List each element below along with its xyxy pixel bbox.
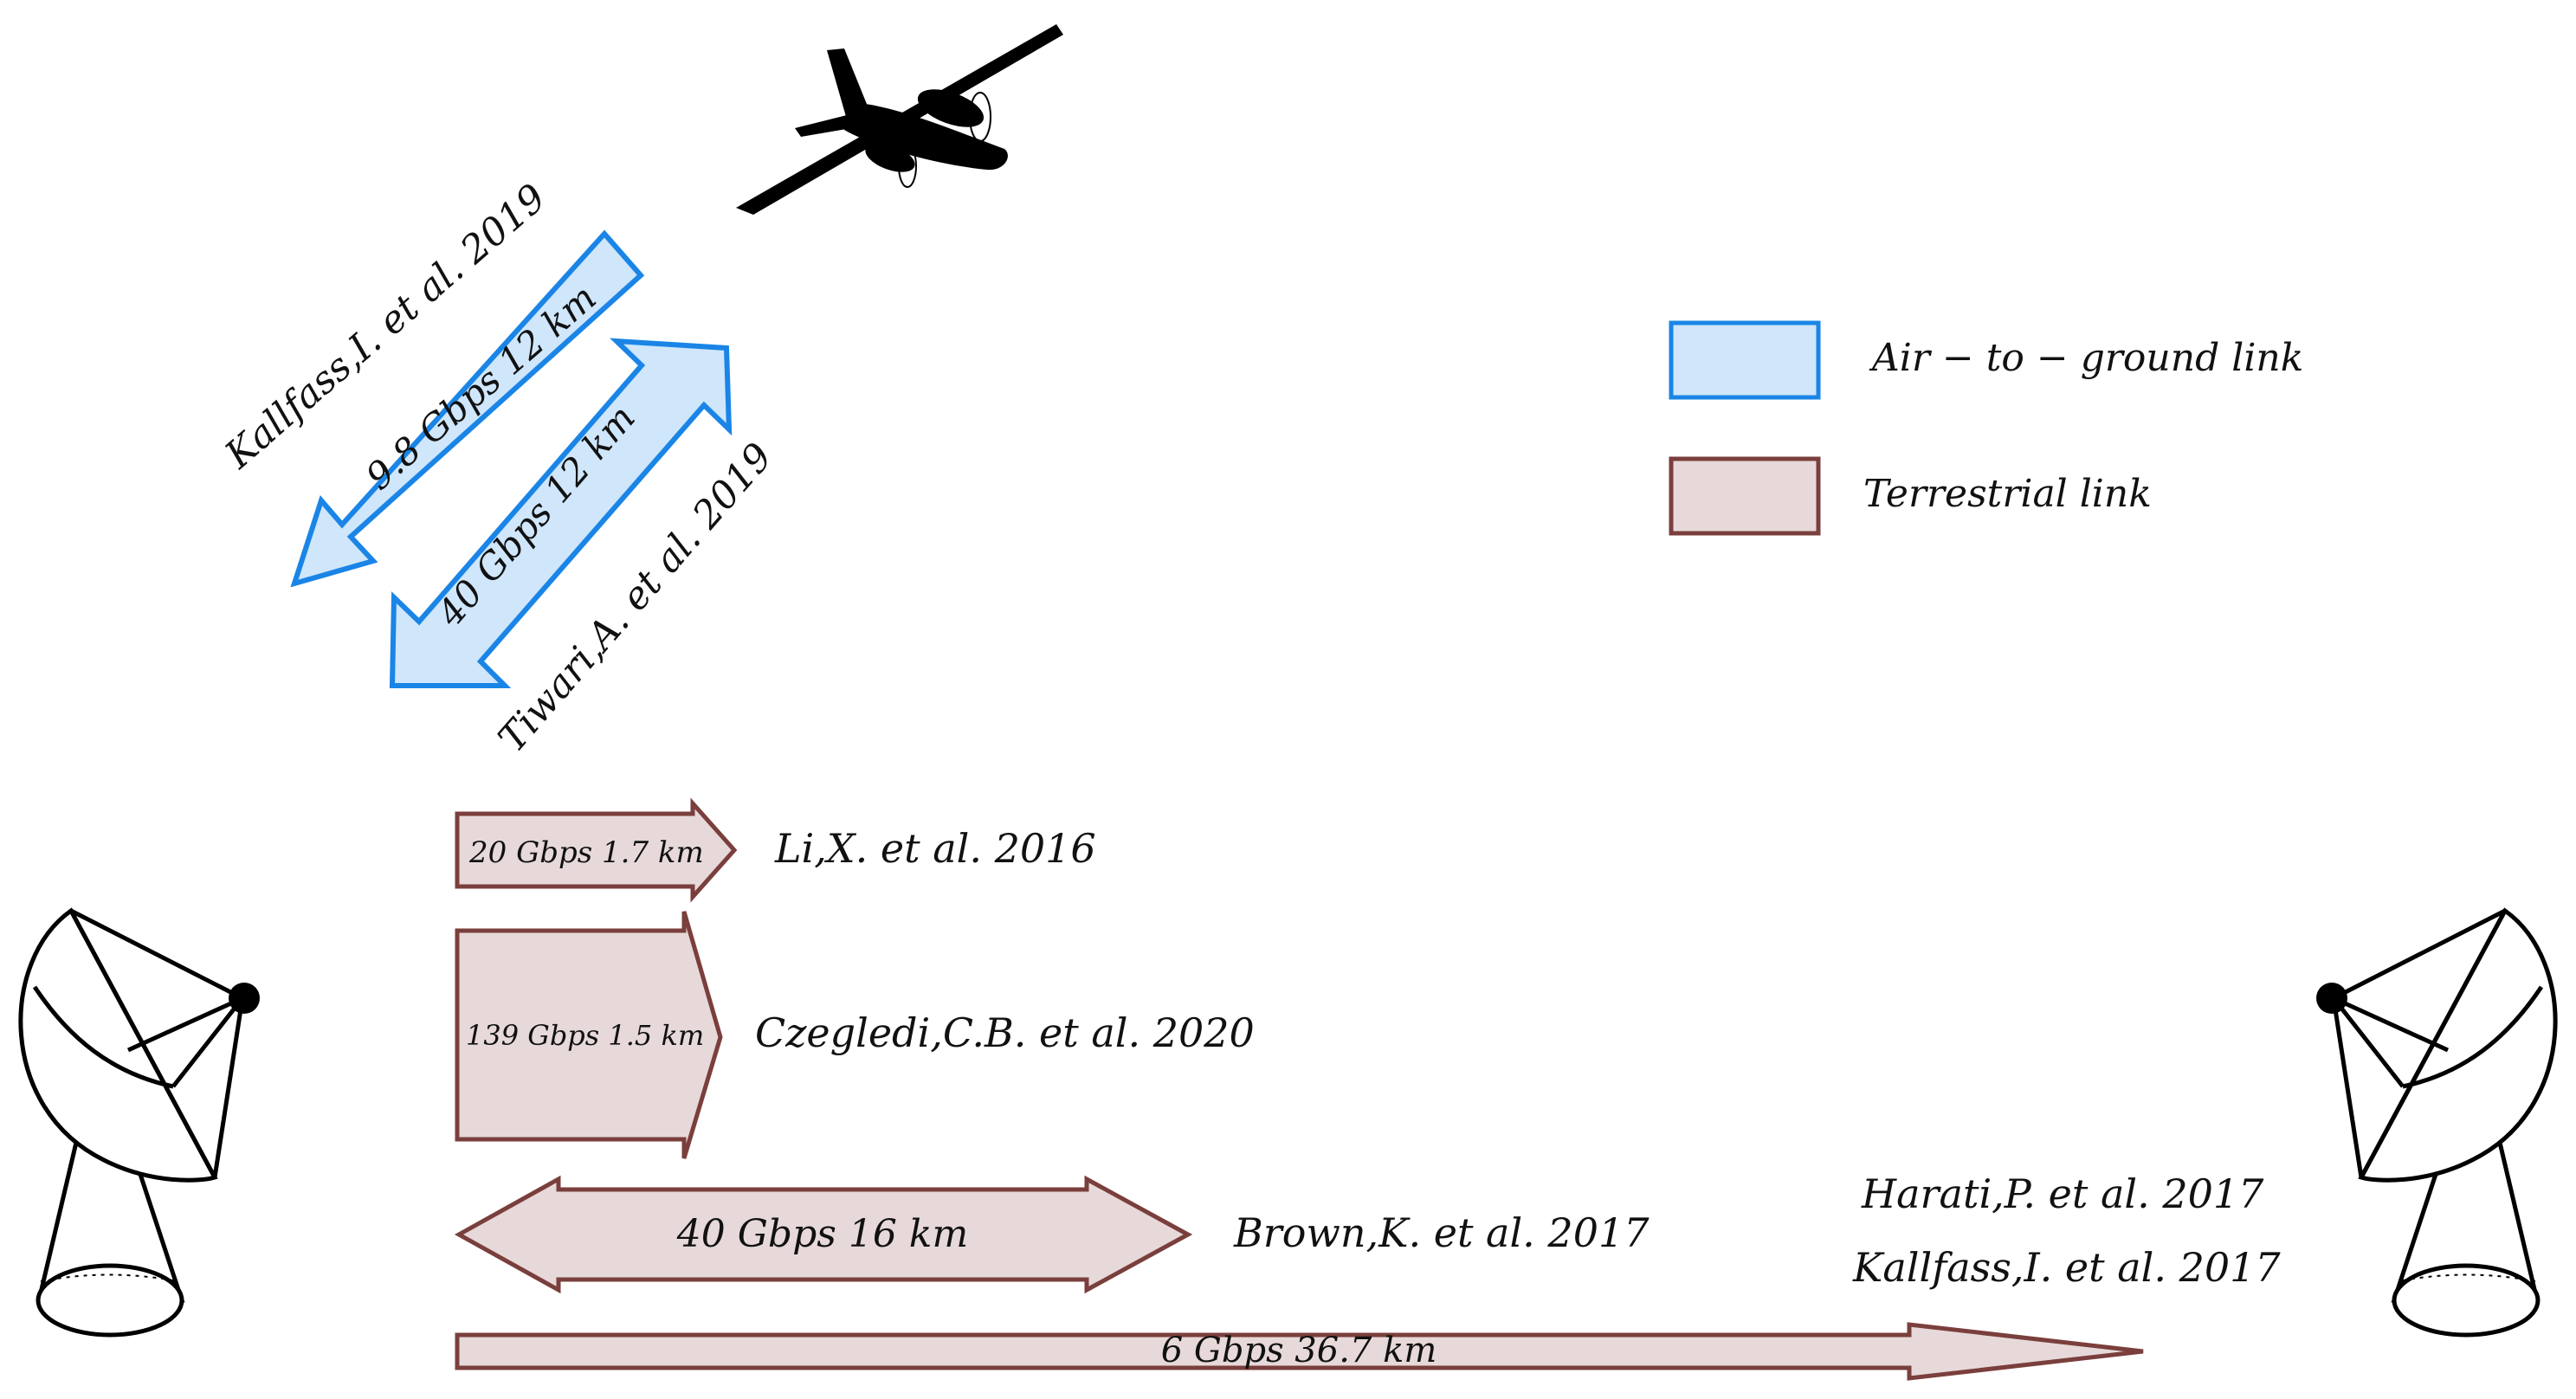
terrestrial-link-2-label: 139 Gbps 1.5 km xyxy=(466,1019,704,1052)
terrestrial-link-4: 6 Gbps 36.7 km Harati,P. et al. 2017 Kal… xyxy=(455,1170,2281,1381)
legend: Air − to − ground link Terrestrial link xyxy=(1669,320,2303,536)
legend-swatch-air xyxy=(1669,320,1821,400)
terrestrial-link-1: 20 Gbps 1.7 km Li,X. et al. 2016 xyxy=(455,797,1096,903)
satellite-dish-right-icon xyxy=(2316,907,2558,1338)
air-link-1-ref: Kallfass,I. et al. 2019 xyxy=(216,176,555,478)
terrestrial-link-1-ref: Li,X. et al. 2016 xyxy=(774,825,1096,872)
terrestrial-link-2: 139 Gbps 1.5 km Czegledi,C.B. et al. 202… xyxy=(455,911,1255,1159)
legend-swatch-terrestrial xyxy=(1669,456,1821,536)
legend-label-air: Air − to − ground link xyxy=(1869,336,2303,380)
terrestrial-link-4-ref-2: Kallfass,I. et al. 2017 xyxy=(1852,1244,2281,1291)
terrestrial-link-3-label: 40 Gbps 16 km xyxy=(676,1212,968,1256)
terrestrial-link-1-label: 20 Gbps 1.7 km xyxy=(468,835,704,870)
legend-label-terrestrial: Terrestrial link xyxy=(1863,472,2152,516)
terrestrial-link-2-ref: Czegledi,C.B. et al. 2020 xyxy=(755,1009,1255,1056)
airplane-icon xyxy=(736,24,1063,215)
terrestrial-link-3: 40 Gbps 16 km Brown,K. et al. 2017 xyxy=(454,1175,1650,1294)
terrestrial-link-4-label: 6 Gbps 36.7 km xyxy=(1161,1331,1437,1370)
terrestrial-link-3-ref: Brown,K. et al. 2017 xyxy=(1233,1209,1650,1256)
satellite-dish-left-icon xyxy=(18,907,260,1338)
terrestrial-link-4-ref-1: Harati,P. et al. 2017 xyxy=(1861,1170,2264,1217)
